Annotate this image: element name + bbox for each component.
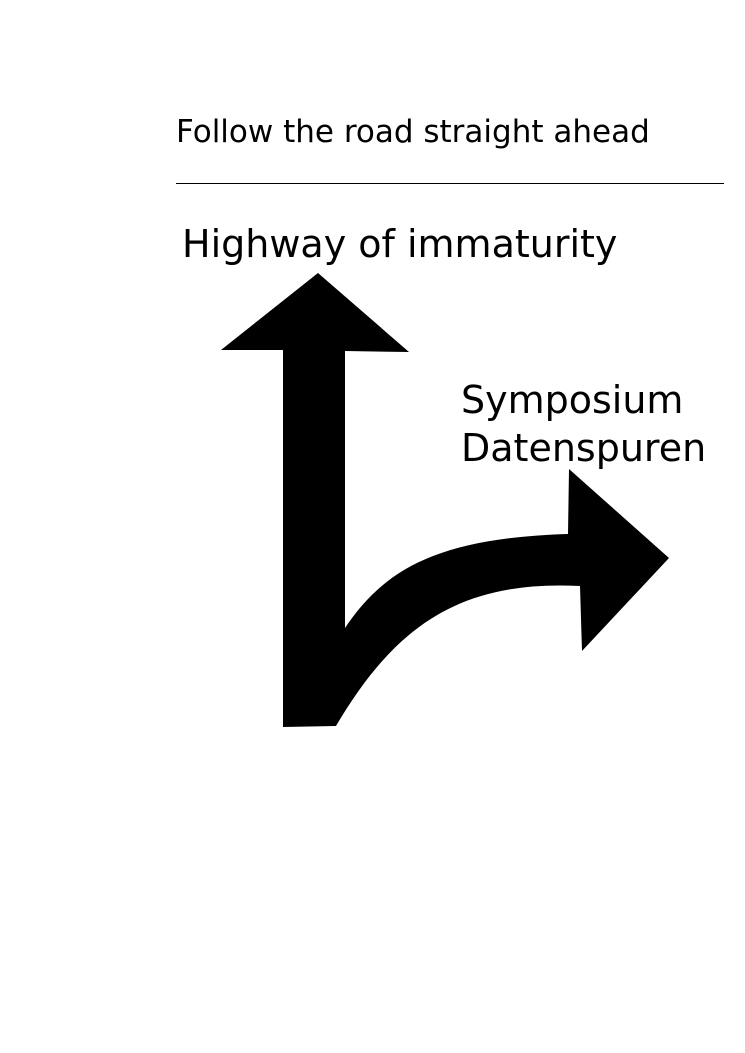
right-destination-line2: Datenspuren [461, 426, 707, 470]
arrow-up-icon [221, 273, 669, 727]
right-destination-line1: Symposium [461, 378, 684, 422]
sign-heading: Follow the road straight ahead [176, 114, 650, 150]
divider-line [176, 183, 724, 184]
right-destination-label: Symposium Datenspuren [461, 376, 706, 472]
straight-destination-label: Highway of immaturity [182, 222, 618, 266]
